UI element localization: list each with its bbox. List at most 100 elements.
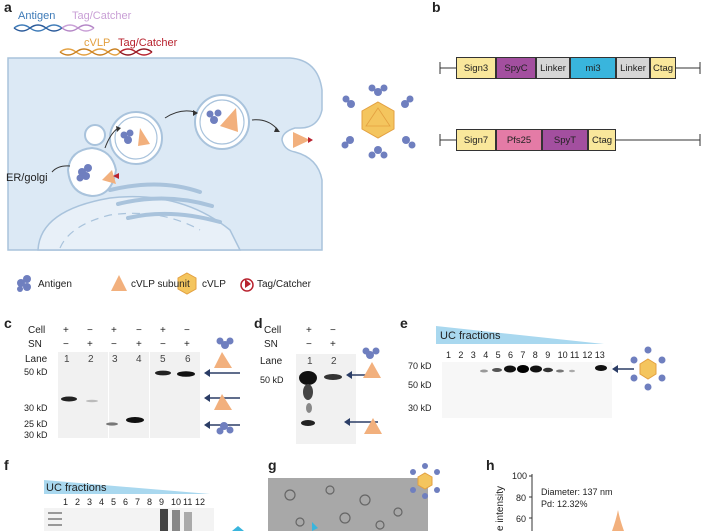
c-blot-3 [150, 352, 200, 438]
e-lane-9: 9 [545, 350, 551, 360]
f-lane-1: 1 [63, 497, 69, 507]
e-lane-2: 2 [458, 350, 464, 360]
e-lane-5: 5 [495, 350, 501, 360]
c-row-cell: Cell [28, 325, 46, 336]
f-lane-9: 9 [159, 497, 165, 507]
tag-catcher-gene-label: Tag/Catcher [72, 10, 132, 22]
legend-tag-catcher-label: Tag/Catcher [257, 279, 311, 290]
d-row-sn: SN [264, 339, 278, 350]
e-lane-10: 10 [557, 350, 568, 360]
h-tick-80: 80 [516, 493, 527, 503]
e-lane-11: 11 [570, 350, 580, 360]
panel-label-f: f [4, 457, 9, 473]
cvlp-gene-label: cVLP [84, 37, 111, 49]
e-kd-30: 30 kD [408, 403, 432, 413]
d-lane-2: 2 [331, 356, 337, 367]
decorated-cvlp [341, 84, 416, 159]
f-lane-7: 7 [135, 497, 141, 507]
tag-catcher-gene-label-2: Tag/Catcher [118, 37, 178, 49]
d-row-cell: Cell [264, 325, 282, 336]
d-lane-1: 1 [307, 356, 313, 367]
f-lane-10: 10 [171, 497, 182, 507]
cvlp-dna-helix [59, 48, 153, 56]
c-kd-50: 50 kD [24, 367, 48, 377]
construct1-mi3: mi3 [570, 57, 616, 79]
e-title: UC fractions [440, 330, 501, 342]
panel-label-g: g [268, 457, 277, 473]
f-lane-5: 5 [111, 497, 117, 507]
f-lane-11: 11 [183, 497, 193, 507]
c-lane-2: 2 [88, 354, 94, 365]
d-row-lane: Lane [260, 356, 283, 367]
panel-label-b: b [432, 0, 441, 15]
er-golgi-label: ER/golgi [6, 172, 48, 184]
c-sn-mark-2: + [87, 339, 93, 350]
e-kd-70: 70 kD [408, 361, 432, 371]
construct1-ctag: Ctag [650, 57, 676, 79]
f-lane-2: 2 [75, 497, 81, 507]
f-lane-4: 4 [99, 497, 105, 507]
c-blot-1 [58, 352, 108, 438]
c-sn-mark-1: − [63, 339, 69, 350]
c-row-lane: Lane [25, 354, 48, 365]
f-lane-3: 3 [87, 497, 93, 507]
f-gel [44, 508, 214, 531]
er-vesicle [66, 124, 118, 198]
construct2-spyt: SpyT [542, 129, 588, 151]
panel-label-c: c [4, 315, 12, 331]
e-lane-13: 13 [594, 350, 605, 360]
e-lane-12: 12 [582, 350, 593, 360]
c-sn-mark-4: + [136, 339, 142, 350]
e-lane-7: 7 [520, 350, 526, 360]
construct1-spyc: SpyC [496, 57, 536, 79]
e-lane-3: 3 [470, 350, 476, 360]
c-cell-mark-2: − [87, 325, 93, 336]
d-cell-mark-1: + [306, 325, 312, 336]
c-lane-4: 4 [136, 354, 142, 365]
f-lane-8: 8 [147, 497, 153, 507]
construct1-sign3: Sign3 [456, 57, 496, 79]
legend-antigen-icon [17, 275, 31, 292]
panel-label-e: e [400, 315, 408, 331]
g-cvlp-icon [417, 472, 433, 490]
panel-label-d: d [254, 315, 263, 331]
c-cell-mark-5: + [160, 325, 166, 336]
e-kd-50: 50 kD [408, 380, 432, 390]
h-pd: Pd: 12.32% [541, 499, 588, 509]
golgi [108, 182, 222, 224]
d-sn-mark-2: + [330, 339, 336, 350]
legend-antigen-label: Antigen [38, 279, 72, 290]
construct1-linker-1: Linker [536, 57, 570, 79]
f-lane-6: 6 [123, 497, 129, 507]
d-cell-mark-2: − [330, 325, 336, 336]
c-cell-mark-6: − [184, 325, 190, 336]
construct1-linker-2: Linker [616, 57, 650, 79]
c-row-sn: SN [28, 339, 42, 350]
h-diameter: Diameter: 137 nm [541, 487, 613, 497]
c-cell-mark-1: + [63, 325, 69, 336]
legend-cvlp-label: cVLP [202, 279, 226, 290]
construct2-ctag: Ctag [588, 129, 616, 151]
h-tick-100: 100 [512, 471, 528, 481]
construct2-pfs25: Pfs25 [496, 129, 542, 151]
d-sn-mark-1: − [306, 339, 312, 350]
c-sn-mark-6: + [184, 339, 190, 350]
c-lane-6: 6 [185, 354, 191, 365]
antigen-er [76, 164, 92, 182]
e-lane-1: 1 [446, 350, 452, 360]
d-kd-50: 50 kD [260, 375, 284, 385]
legend-cvlp-subunit-label: cVLP subunit [131, 279, 190, 290]
c-cell-mark-4: − [136, 325, 142, 336]
c-kd-30: 30 kD [24, 403, 48, 413]
c-kd-30b: 30 kD [24, 430, 48, 440]
legend-tag-catcher-icon [240, 278, 254, 292]
c-kd-25: 25 kD [24, 419, 48, 429]
c-lane-3: 3 [112, 354, 118, 365]
